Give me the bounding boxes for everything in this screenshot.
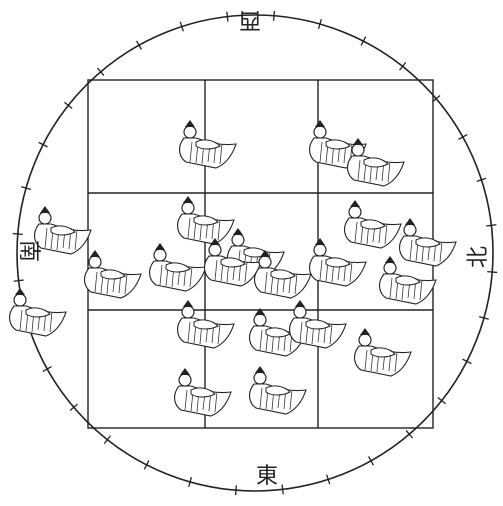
robed-figure bbox=[35, 206, 91, 254]
robed-figure bbox=[310, 238, 366, 286]
tick-mark bbox=[369, 456, 374, 465]
dancer-figures bbox=[10, 120, 456, 416]
tick-mark bbox=[282, 484, 283, 494]
robed-figure bbox=[348, 138, 404, 186]
tick-mark bbox=[14, 280, 24, 281]
robed-figure bbox=[180, 120, 236, 168]
direction-label-east: 東 bbox=[256, 466, 278, 488]
robed-figure bbox=[10, 288, 66, 336]
tick-mark bbox=[137, 41, 142, 50]
robed-figure bbox=[178, 196, 234, 244]
robed-figure bbox=[250, 366, 306, 414]
robed-figure bbox=[255, 250, 311, 298]
robed-figure bbox=[175, 368, 231, 416]
tick-mark bbox=[13, 234, 23, 235]
robed-figure bbox=[178, 300, 234, 348]
robed-figure bbox=[205, 238, 261, 286]
tick-mark bbox=[458, 135, 467, 140]
robed-figure bbox=[345, 200, 401, 248]
tick-mark bbox=[274, 11, 275, 21]
tick-mark bbox=[486, 225, 496, 226]
robed-figure bbox=[85, 250, 141, 298]
tick-mark bbox=[227, 12, 228, 22]
direction-label-south: 南 bbox=[17, 240, 39, 262]
tick-mark bbox=[43, 367, 52, 372]
robed-figure bbox=[150, 243, 206, 291]
tick-mark bbox=[236, 485, 237, 495]
direction-label-west: 西 bbox=[239, 8, 261, 30]
robed-figure bbox=[355, 328, 411, 376]
robed-figure bbox=[400, 218, 456, 266]
direction-label-north: 北 bbox=[468, 246, 490, 268]
tick-mark bbox=[487, 272, 497, 273]
